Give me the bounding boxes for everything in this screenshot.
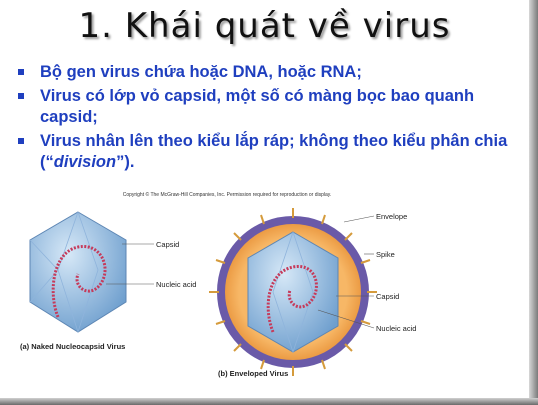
enveloped-virus bbox=[209, 208, 377, 376]
bullet-item: Virus có lớp vỏ capsid, một số có màng b… bbox=[18, 86, 518, 128]
slide-shadow-bottom bbox=[0, 398, 538, 405]
label-capsid-b: Capsid bbox=[376, 292, 400, 301]
label-nucleic-acid-a: Nucleic acid bbox=[156, 280, 197, 289]
figure-copyright: Copyright © The McGraw-Hill Companies, I… bbox=[122, 192, 332, 198]
bullet-text-after: ”). bbox=[116, 153, 135, 171]
label-nucleic-acid-b: Nucleic acid bbox=[376, 324, 417, 333]
envelope-spikes bbox=[209, 208, 377, 376]
bullet-marker bbox=[18, 69, 24, 75]
caption-naked-virus: (a) Naked Nucleocapsid Virus bbox=[20, 342, 126, 351]
bullet-list: Bộ gen virus chứa hoặc DNA, hoặc RNA; Vi… bbox=[18, 62, 518, 176]
bullet-text-before: Virus nhân lên theo kiểu lắp ráp; không … bbox=[40, 132, 508, 171]
bullet-emphasis: division bbox=[53, 153, 117, 171]
enveloped-nucleic-acid bbox=[266, 265, 318, 333]
caption-enveloped-virus: (b) Enveloped Virus bbox=[218, 369, 289, 378]
naked-virus-capsid bbox=[29, 211, 127, 334]
virus-illustration bbox=[29, 208, 377, 376]
bullet-item: Virus nhân lên theo kiểu lắp ráp; không … bbox=[18, 131, 518, 173]
slide-shadow-right bbox=[529, 0, 538, 405]
envelope-leader bbox=[343, 215, 375, 223]
slide-title: 1. Khái quát về virus bbox=[78, 6, 451, 46]
nucleic-b-leader bbox=[317, 309, 375, 329]
bullet-text: Virus có lớp vỏ capsid, một số có màng b… bbox=[40, 87, 475, 126]
bullet-marker bbox=[18, 93, 24, 99]
label-capsid-a: Capsid bbox=[156, 240, 180, 249]
bullet-text: Bộ gen virus chứa hoặc DNA, hoặc RNA; bbox=[40, 63, 362, 81]
label-spike: Spike bbox=[376, 250, 395, 259]
bullet-item: Bộ gen virus chứa hoặc DNA, hoặc RNA; bbox=[18, 62, 518, 83]
bullet-marker bbox=[18, 138, 24, 144]
virus-figure: Copyright © The McGraw-Hill Companies, I… bbox=[18, 192, 436, 380]
label-envelope: Envelope bbox=[376, 212, 408, 221]
naked-virus-nucleic-acid bbox=[51, 245, 107, 318]
